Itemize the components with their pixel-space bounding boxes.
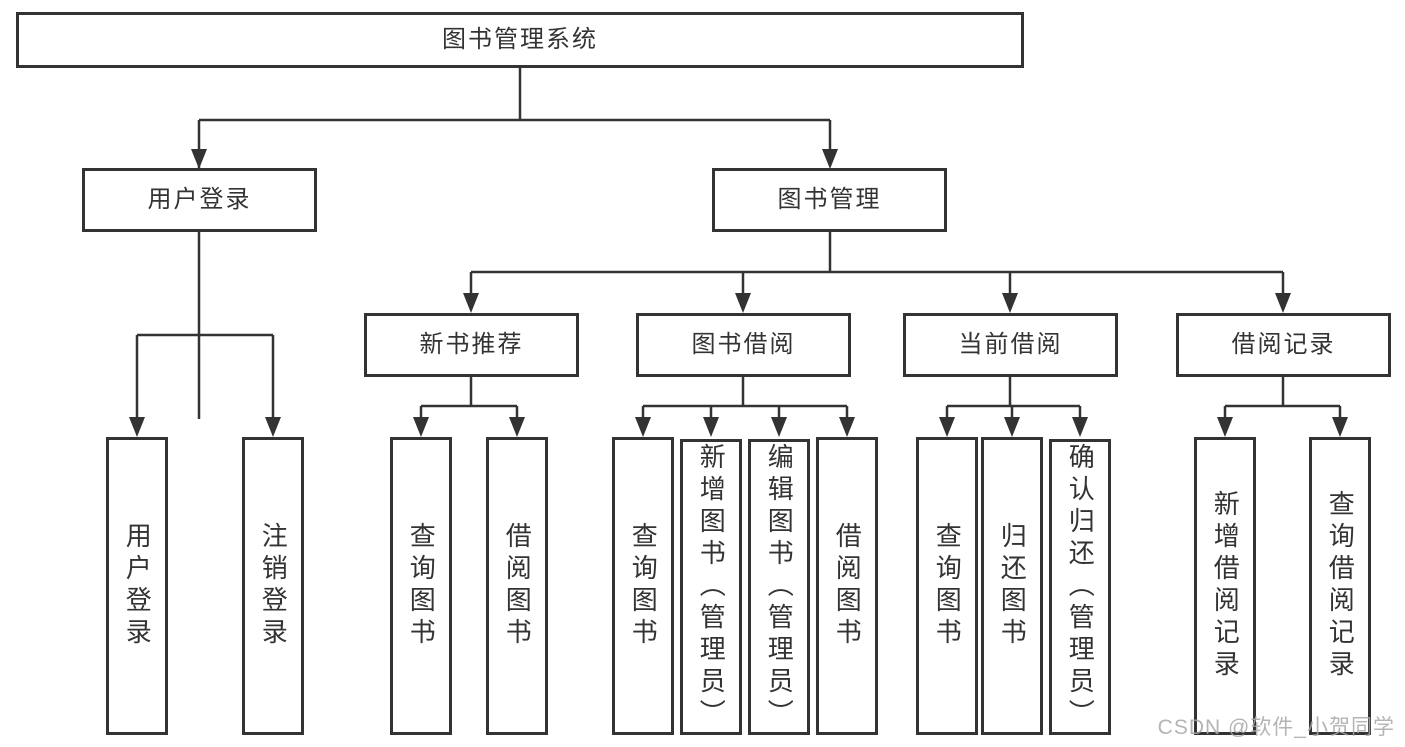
leaf-add-book-admin: 新增图书（管理员） bbox=[680, 439, 742, 735]
node-book-borrowing: 图书借阅 bbox=[636, 313, 851, 377]
node-user-login-label: 用户登录 bbox=[147, 185, 252, 213]
leaf-confirm-return-admin: 确认归还（管理员） bbox=[1049, 439, 1111, 735]
node-book-management: 图书管理 bbox=[712, 168, 947, 232]
leaf-query-books-1: 查询图书 bbox=[390, 437, 452, 735]
csdn-watermark: CSDN @软件_小贺同学 bbox=[1157, 716, 1395, 739]
leaf-return-books: 归还图书 bbox=[981, 437, 1043, 735]
node-root-system: 图书管理系统 bbox=[16, 12, 1024, 68]
leaf-add-borrow-record: 新增借阅记录 bbox=[1194, 437, 1256, 735]
node-borrow-records: 借阅记录 bbox=[1176, 313, 1391, 377]
leaf-edit-book-admin: 编辑图书（管理员） bbox=[748, 439, 810, 735]
leaf-logout: 注销登录 bbox=[242, 437, 304, 735]
leaf-borrow-books-1: 借阅图书 bbox=[486, 437, 548, 735]
leaf-user-login: 用户登录 bbox=[106, 437, 168, 735]
node-root-label: 图书管理系统 bbox=[442, 25, 598, 53]
arrowheads bbox=[129, 149, 1348, 437]
node-user-login: 用户登录 bbox=[82, 168, 317, 232]
node-new-book-recommend: 新书推荐 bbox=[364, 313, 579, 377]
leaf-query-books-2: 查询图书 bbox=[612, 437, 674, 735]
leaf-query-books-3: 查询图书 bbox=[916, 437, 978, 735]
node-book-management-label: 图书管理 bbox=[777, 185, 882, 213]
leaf-borrow-books-2: 借阅图书 bbox=[816, 437, 878, 735]
node-current-borrowing: 当前借阅 bbox=[903, 313, 1118, 377]
leaf-query-borrow-record: 查询借阅记录 bbox=[1309, 437, 1371, 735]
